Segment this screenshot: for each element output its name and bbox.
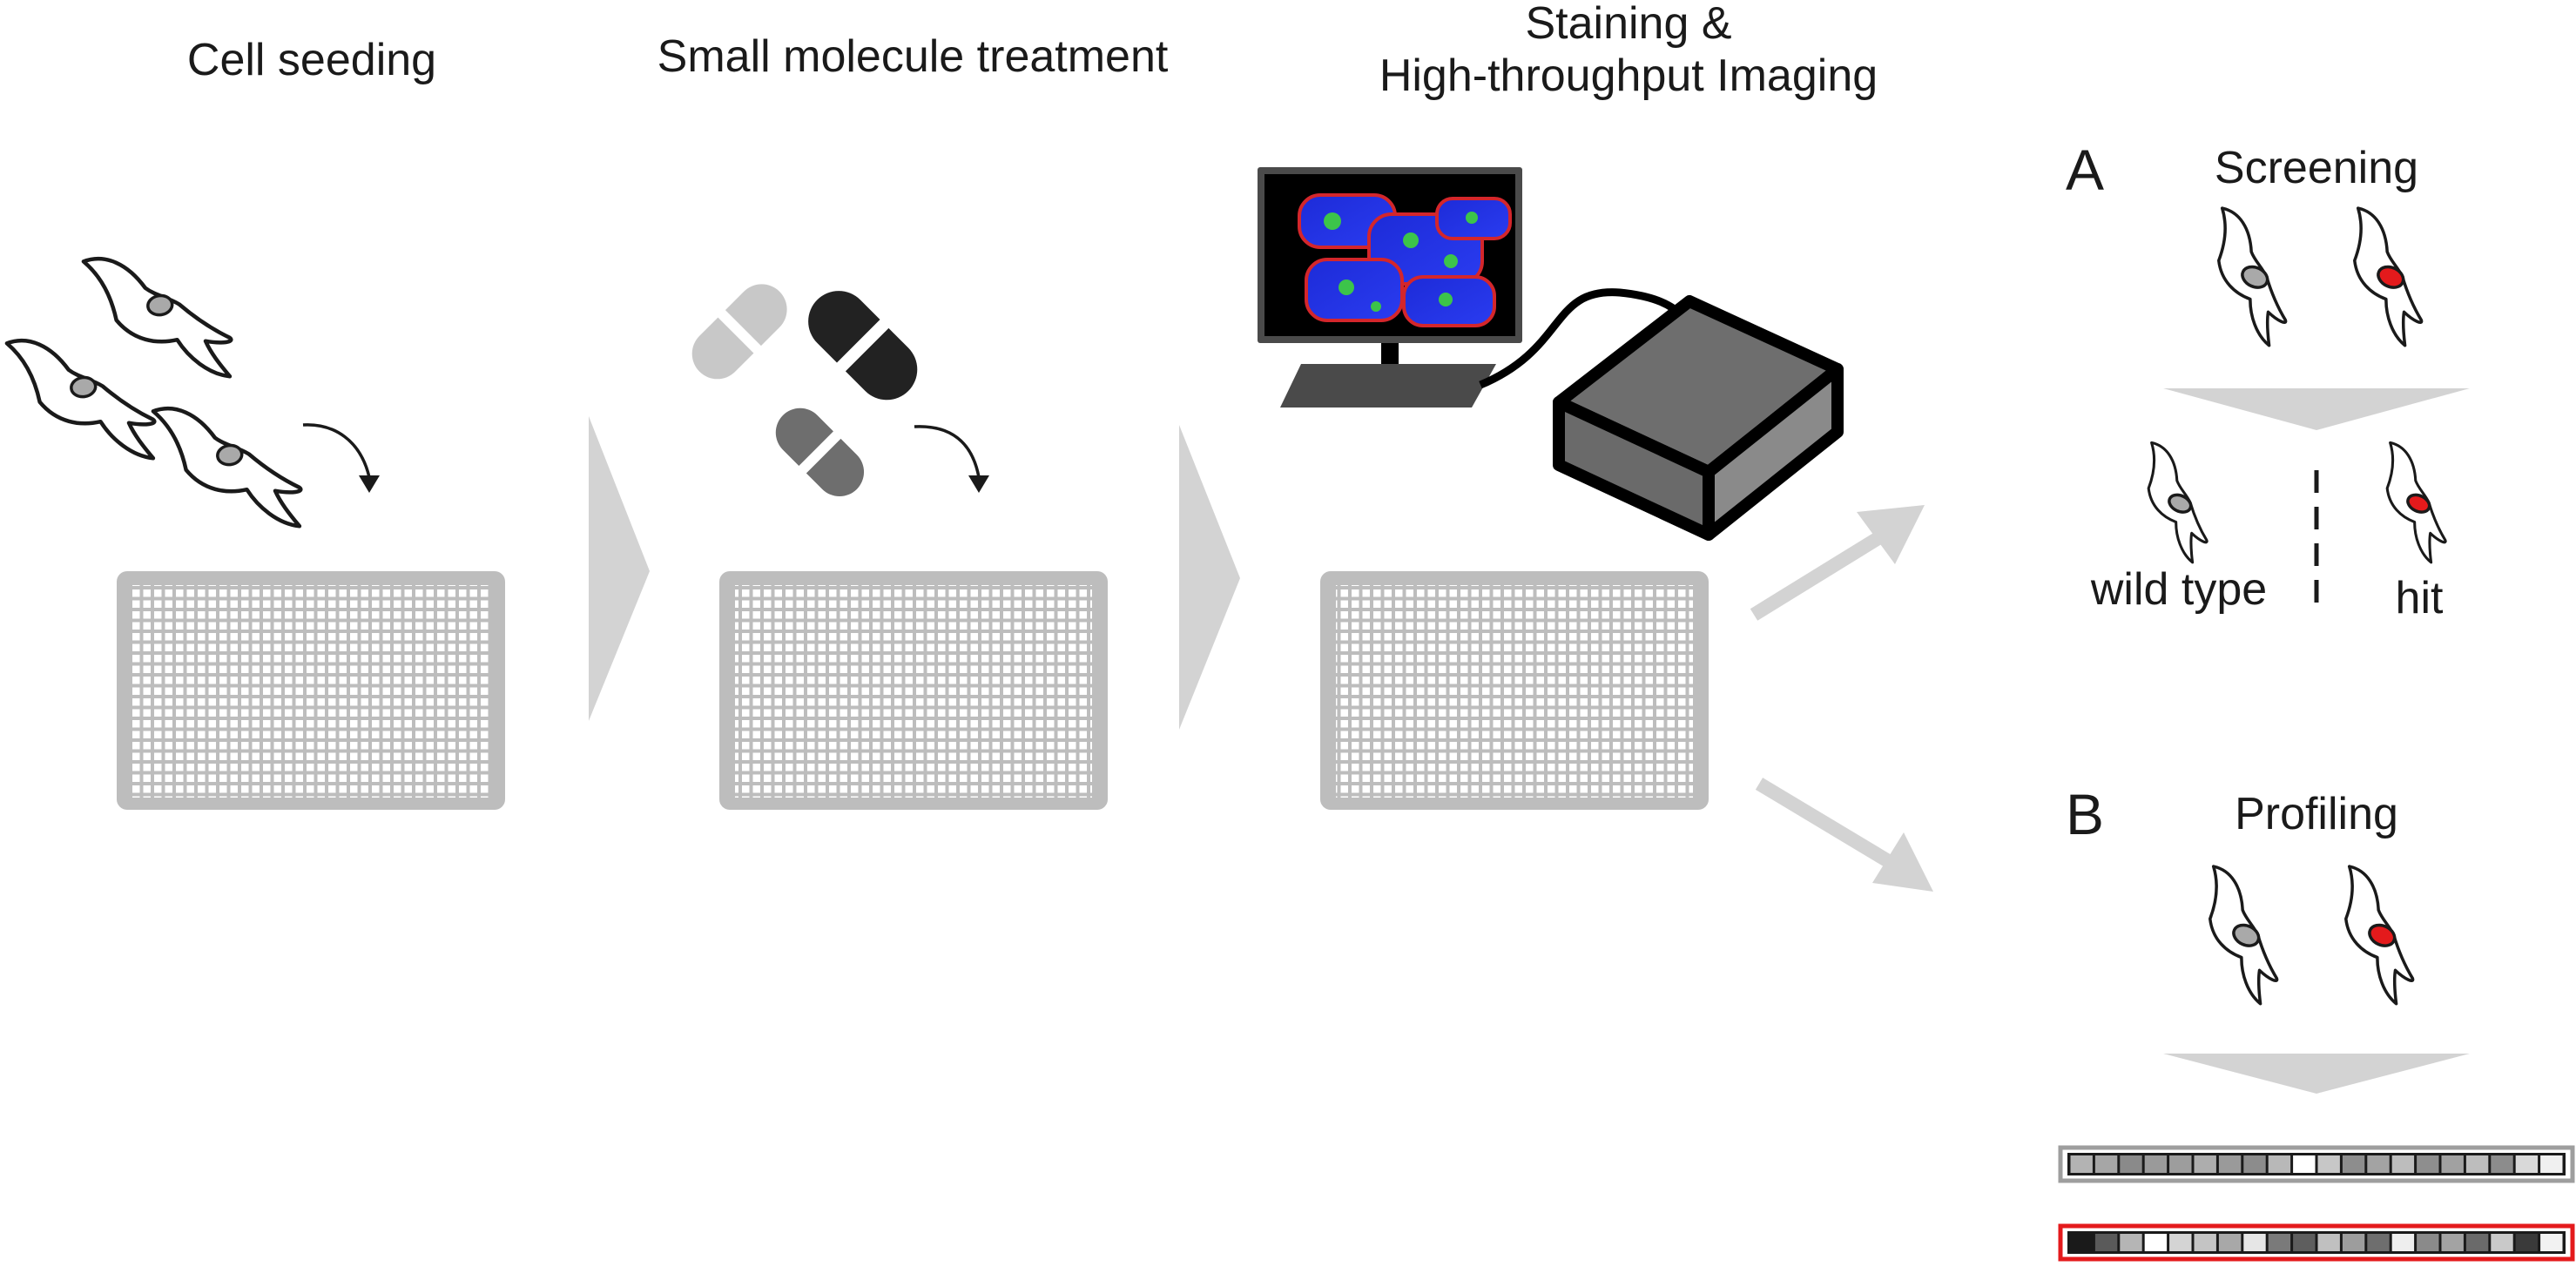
- profile-feature-cell: [2391, 1234, 2415, 1251]
- profile-feature-cell: [2268, 1234, 2291, 1251]
- profile-feature-cell: [2194, 1234, 2216, 1251]
- step-title-cell-seeding: Cell seeding: [187, 35, 436, 85]
- profile-feature-cell: [2243, 1234, 2266, 1251]
- profile-feature-cell: [2515, 1155, 2539, 1173]
- profile-feature-cell: [2540, 1155, 2563, 1173]
- profile-feature-cell: [2342, 1155, 2365, 1173]
- profile-feature-cell: [2515, 1234, 2539, 1251]
- process-arrow-icon: [1179, 425, 1240, 730]
- branch-arrow-screening-icon: [1750, 505, 1925, 621]
- profile-feature-cell: [2417, 1155, 2439, 1173]
- panel-a-letter: A: [2066, 138, 2104, 202]
- process-arrow-icon: [589, 416, 650, 721]
- profile-feature-cell: [2317, 1155, 2340, 1173]
- funnel-arrow-icon: [2163, 388, 2470, 430]
- profile-feature-cell: [2094, 1155, 2118, 1173]
- profile-feature-cell: [2342, 1234, 2365, 1251]
- profile-feature-cell: [2169, 1234, 2192, 1251]
- profile-feature-cell: [2391, 1155, 2415, 1173]
- profile-feature-cell: [2218, 1234, 2242, 1251]
- wild-type-cell-icon: [2111, 441, 2237, 566]
- profile-feature-cell: [2293, 1155, 2316, 1173]
- curved-arrow-icon: [914, 425, 989, 493]
- imager-box-icon: [1553, 295, 1844, 541]
- cell-icon: [153, 391, 306, 543]
- profile-feature-cell: [2268, 1155, 2291, 1173]
- step-title-imaging: High-throughput Imaging: [1379, 51, 1878, 101]
- hit-cell-icon: [2312, 205, 2456, 349]
- hit-cell-icon: [2350, 441, 2476, 566]
- step-title-staining: Staining &: [1525, 0, 1731, 49]
- profile-feature-cell: [2070, 1234, 2093, 1251]
- pill-icon-light: [691, 284, 787, 380]
- profile-inner-frame: [2067, 1231, 2566, 1254]
- profile-inner-frame: [2067, 1153, 2566, 1175]
- wild-type-cell-icon: [2176, 205, 2320, 349]
- panel-b-title: Profiling: [2235, 789, 2398, 839]
- wild-type-label: wild type: [2090, 564, 2267, 615]
- profile-feature-cell: [2094, 1234, 2118, 1251]
- profile-feature-cell: [2218, 1155, 2242, 1173]
- profile-feature-cell: [2243, 1155, 2266, 1173]
- profile-feature-cell: [2441, 1234, 2464, 1251]
- profile-feature-cell: [2120, 1155, 2142, 1173]
- profile-feature-cell: [2120, 1234, 2142, 1251]
- profile-feature-cell: [2465, 1155, 2489, 1173]
- profile-feature-cell: [2441, 1155, 2464, 1173]
- seeding-cells: [7, 241, 306, 543]
- profile-feature-cell: [2293, 1234, 2316, 1251]
- profile-feature-cell: [2465, 1234, 2489, 1251]
- well-plate-1: [117, 571, 505, 810]
- hit-cell-icon: [2303, 864, 2447, 1007]
- pill-icon-medium: [775, 407, 865, 497]
- profile-feature-cell: [2070, 1155, 2093, 1173]
- hit-label: hit: [2396, 573, 2444, 623]
- cell-icon: [84, 241, 236, 394]
- pill-icon-dark: [808, 291, 918, 401]
- profile-feature-cell: [2367, 1234, 2390, 1251]
- curved-arrow-icon: [302, 423, 380, 493]
- well-plate-3: [1320, 571, 1709, 810]
- profile-feature-cell: [2144, 1155, 2168, 1173]
- cell-image: [1298, 193, 1512, 327]
- wild-type-profile-bar: [2058, 1145, 2575, 1183]
- branch-arrow-profiling-icon: [1755, 778, 1933, 892]
- profile-feature-cell: [2144, 1234, 2168, 1251]
- panel-a-title: Screening: [2215, 143, 2418, 193]
- profile-feature-cell: [2540, 1234, 2563, 1251]
- wild-type-cell-icon: [2168, 864, 2311, 1007]
- cable-icon: [1479, 288, 1689, 389]
- profile-feature-cell: [2491, 1234, 2513, 1251]
- funnel-arrow-icon: [2163, 1054, 2470, 1094]
- profile-feature-cell: [2194, 1155, 2216, 1173]
- cell-icon: [7, 323, 159, 475]
- well-plate-2: [719, 571, 1108, 810]
- hit-profile-bar: [2058, 1223, 2575, 1262]
- monitor-icon: [1258, 167, 1522, 407]
- profile-feature-cell: [2491, 1155, 2513, 1173]
- profile-feature-cell: [2317, 1234, 2340, 1251]
- profile-feature-cell: [2169, 1155, 2192, 1173]
- profile-feature-cell: [2367, 1155, 2390, 1173]
- step-title-small-molecule-treatment: Small molecule treatment: [657, 31, 1169, 82]
- panel-b-letter: B: [2066, 782, 2104, 846]
- profile-feature-cell: [2417, 1234, 2439, 1251]
